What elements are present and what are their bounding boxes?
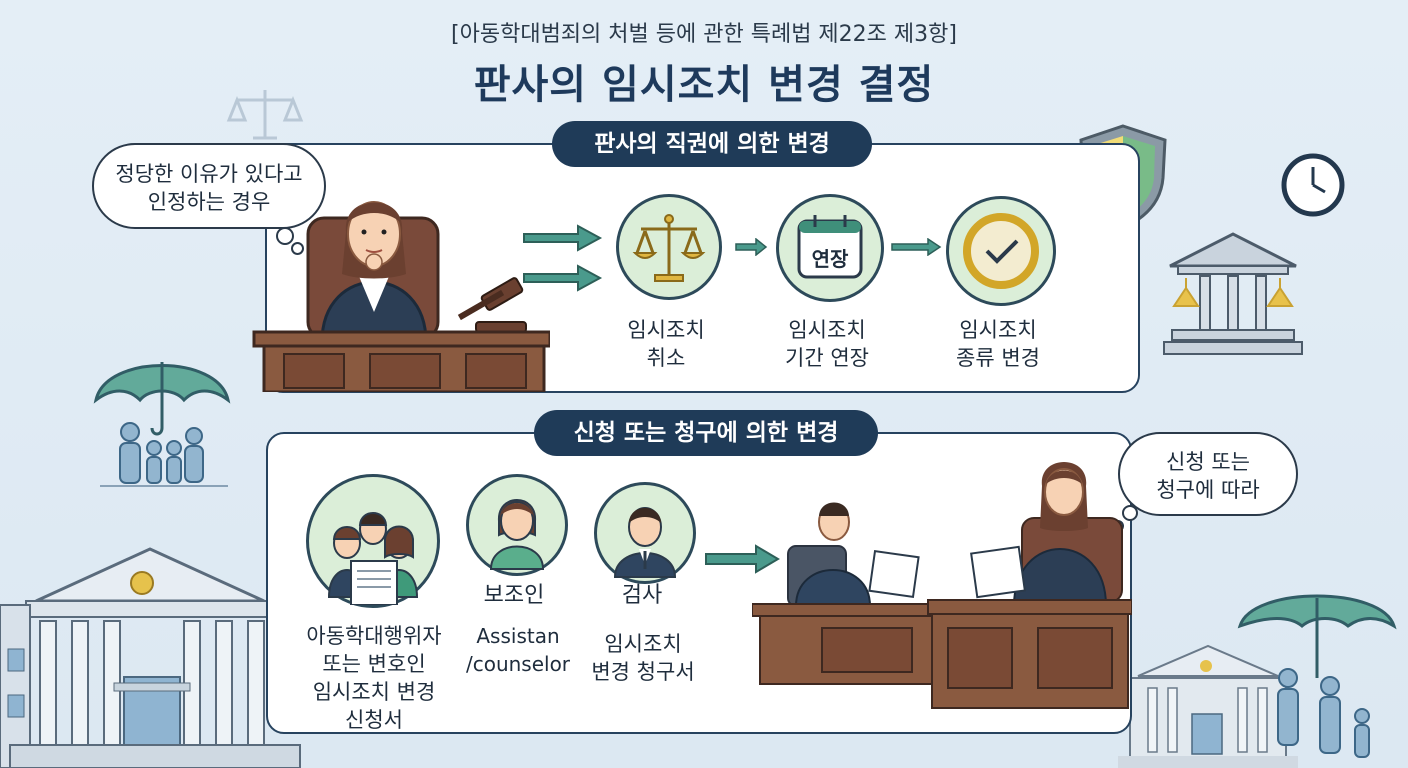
assistant-name: 보조인 bbox=[483, 583, 545, 608]
courthouse-umbrella-family-right bbox=[1118, 594, 1397, 768]
step-label-line2: 취소 bbox=[646, 346, 686, 370]
step-label-line1: 임시조치 bbox=[627, 318, 705, 342]
step-cancel-circle bbox=[616, 194, 722, 300]
background-scales-icon bbox=[226, 90, 304, 140]
party-label-line: 또는 변호인 bbox=[322, 652, 426, 676]
party-label-line: 임시조치 변경 bbox=[312, 680, 436, 704]
calendar-icon bbox=[797, 215, 863, 279]
prosecutor-avatar-icon bbox=[613, 507, 677, 578]
courthouse-scales-icon bbox=[1163, 232, 1303, 355]
step-label-line2: 기간 연장 bbox=[785, 346, 869, 370]
offender-lawyer-circle bbox=[306, 474, 440, 608]
arrow-right-icon bbox=[735, 238, 768, 256]
application-change-label: 신청 또는 청구에 의한 변경 bbox=[534, 410, 878, 456]
arrow-right-icon bbox=[705, 544, 780, 574]
bubble-tail-dot bbox=[1122, 505, 1138, 521]
courthouse-building-left bbox=[0, 547, 301, 768]
step-label-line2: 종류 변경 bbox=[956, 346, 1040, 370]
application-thought-bubble: 신청 또는 청구에 따라 bbox=[1118, 432, 1298, 516]
court-bench-illustration bbox=[752, 462, 1132, 709]
double-arrow-icon bbox=[523, 224, 603, 292]
step-extend-circle: 연장 bbox=[776, 194, 884, 302]
offender-lawyer-label: 아동학대행위자 또는 변호인 임시조치 변경 신청서 bbox=[278, 622, 470, 734]
step-type-change-label: 임시조치 종류 변경 bbox=[928, 316, 1068, 372]
wall-clock-icon bbox=[1281, 153, 1345, 217]
clock-icon bbox=[963, 213, 1039, 289]
party-label-line: 변경 청구서 bbox=[591, 660, 695, 684]
ex-officio-change-label: 판사의 직권에 의한 변경 bbox=[552, 121, 872, 167]
prosecutor-label: 임시조치 변경 청구서 bbox=[578, 630, 708, 686]
umbrella-family-icon bbox=[93, 362, 231, 487]
assistant-circle bbox=[466, 474, 568, 576]
assistant-avatar-icon bbox=[489, 499, 545, 570]
bubble-text-line1: 정당한 이유가 있다고 bbox=[115, 162, 303, 186]
step-extend-label: 임시조치 기간 연장 bbox=[757, 316, 897, 372]
group-people-icon bbox=[327, 512, 419, 605]
calendar-badge-text: 연장 bbox=[811, 247, 849, 271]
bubble-tail-dot bbox=[291, 242, 304, 255]
scales-icon bbox=[632, 214, 706, 282]
bubble-text-line2: 인정하는 경우 bbox=[147, 190, 271, 214]
prosecutor-name: 검사 bbox=[621, 583, 663, 608]
bubble-tail-dot bbox=[276, 227, 294, 245]
step-label-line1: 임시조치 bbox=[788, 318, 866, 342]
reason-thought-bubble: 정당한 이유가 있다고 인정하는 경우 bbox=[92, 143, 326, 229]
prosecutor-circle bbox=[594, 482, 696, 584]
statute-reference: [아동학대범죄의 처벌 등에 관한 특례법 제22조 제3항] bbox=[451, 22, 957, 47]
judge-with-gavel-illustration bbox=[252, 201, 550, 392]
bubble-text-line1: 신청 또는 bbox=[1166, 450, 1250, 474]
arrow-right-icon bbox=[891, 238, 942, 256]
bubble-text-line2: 청구에 따라 bbox=[1156, 478, 1260, 502]
party-label-line: 신청서 bbox=[345, 708, 403, 732]
party-label-line: /counselor bbox=[465, 652, 571, 676]
party-label-line: Assistan bbox=[476, 624, 560, 648]
step-cancel-label: 임시조치 취소 bbox=[596, 316, 736, 372]
assistant-label: Assistan /counselor bbox=[456, 622, 580, 678]
step-label-line1: 임시조치 bbox=[959, 318, 1037, 342]
step-type-change-circle bbox=[946, 196, 1056, 306]
party-label-line: 아동학대행위자 bbox=[306, 624, 442, 648]
party-label-line: 임시조치 bbox=[604, 632, 682, 656]
page-title: 판사의 임시조치 변경 결정 bbox=[473, 62, 935, 108]
